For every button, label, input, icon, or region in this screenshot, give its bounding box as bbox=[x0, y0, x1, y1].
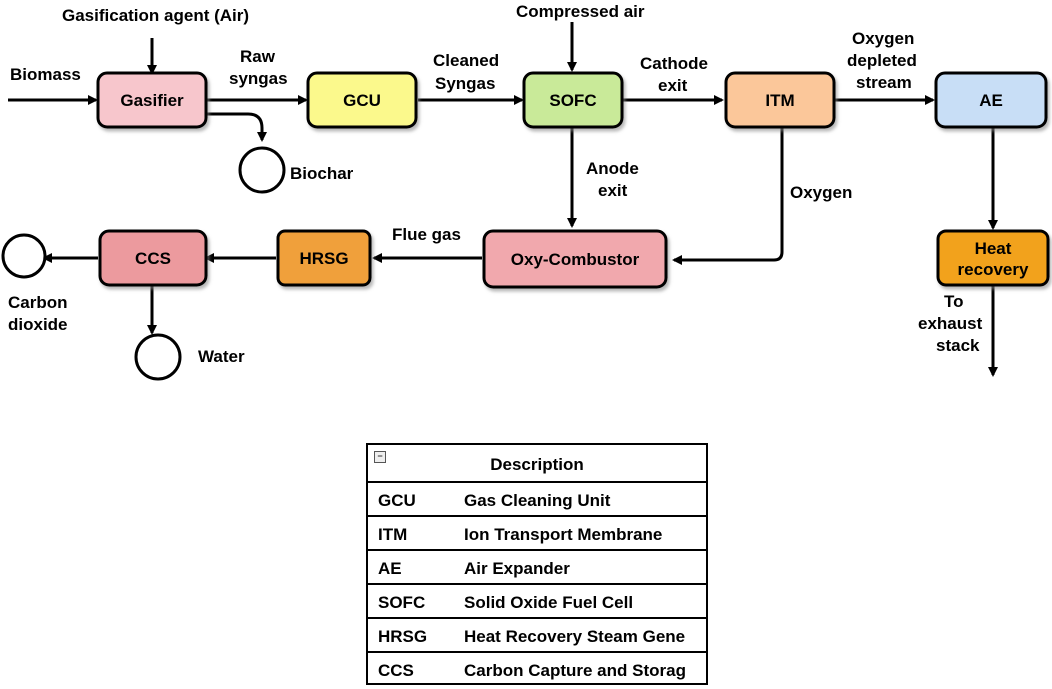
legend-desc: Air Expander bbox=[464, 559, 570, 578]
oxygen-depleted-label-1: Oxygen bbox=[852, 29, 914, 48]
exhaust-label-1: To bbox=[944, 292, 964, 311]
sofc-label: SOFC bbox=[549, 91, 596, 110]
gasifier-label: Gasifier bbox=[120, 91, 184, 110]
legend-row: CCS Carbon Capture and Storag bbox=[368, 653, 706, 687]
legend-row: SOFC Solid Oxide Fuel Cell bbox=[368, 585, 706, 619]
heat-recovery-label-line1: Heat bbox=[975, 239, 1012, 258]
hrsg-box: HRSG bbox=[276, 229, 372, 287]
anode-exit-label-1: Anode bbox=[586, 159, 639, 178]
legend-row: ITM Ion Transport Membrane bbox=[368, 517, 706, 551]
legend-row: AE Air Expander bbox=[368, 551, 706, 585]
oxy-combustor-box: Oxy-Combustor bbox=[482, 229, 668, 289]
oxygen-depleted-label-3: stream bbox=[856, 73, 912, 92]
legend-abbr: AE bbox=[378, 559, 402, 578]
arrow-oxygen bbox=[672, 127, 784, 265]
cathode-exit-label-2: exit bbox=[658, 76, 688, 95]
legend-desc: Ion Transport Membrane bbox=[464, 525, 663, 544]
carbon-dioxide-label-2: dioxide bbox=[8, 315, 68, 334]
exhaust-label-2: exhaust bbox=[918, 314, 983, 333]
ccs-label: CCS bbox=[135, 249, 171, 268]
legend-row: HRSG Heat Recovery Steam Gene bbox=[368, 619, 706, 653]
cleaned-syngas-label-2: Syngas bbox=[435, 74, 495, 93]
ccs-box: CCS bbox=[98, 229, 208, 287]
itm-label: ITM bbox=[765, 91, 794, 110]
legend-desc: Solid Oxide Fuel Cell bbox=[464, 593, 634, 612]
biomass-label: Biomass bbox=[10, 65, 81, 84]
biochar-label: Biochar bbox=[290, 164, 354, 183]
legend-title: Description bbox=[490, 455, 584, 474]
gasification-agent-label: Gasification agent (Air) bbox=[62, 6, 249, 25]
legend-desc: Carbon Capture and Storag bbox=[464, 661, 686, 680]
flow-arrows bbox=[8, 22, 998, 377]
legend-abbr: CCS bbox=[378, 661, 414, 680]
heat-recovery-box: Heat recovery bbox=[936, 229, 1050, 287]
legend-abbr: ITM bbox=[378, 525, 408, 544]
legend-abbr: GCU bbox=[378, 491, 416, 510]
compressed-air-label: Compressed air bbox=[516, 2, 645, 21]
cathode-exit-label-1: Cathode bbox=[640, 54, 708, 73]
legend-abbr: SOFC bbox=[378, 593, 426, 612]
legend-desc: Gas Cleaning Unit bbox=[464, 491, 611, 510]
legend-desc: Heat Recovery Steam Gene bbox=[464, 627, 686, 646]
gcu-box: GCU bbox=[306, 71, 418, 129]
oxygen-label: Oxygen bbox=[790, 183, 852, 202]
biochar-terminal bbox=[238, 146, 286, 194]
hrsg-label: HRSG bbox=[299, 249, 348, 268]
oxygen-depleted-label-2: depleted bbox=[847, 51, 917, 70]
gasifier-box: Gasifier bbox=[96, 71, 208, 129]
exhaust-label-3: stack bbox=[936, 336, 980, 355]
ae-label: AE bbox=[979, 91, 1003, 110]
gcu-label: GCU bbox=[343, 91, 381, 110]
ae-box: AE bbox=[934, 71, 1048, 129]
water-terminal bbox=[134, 333, 182, 381]
raw-syngas-label-2: syngas bbox=[229, 69, 288, 88]
flue-gas-label: Flue gas bbox=[392, 225, 461, 244]
cleaned-syngas-label-1: Cleaned bbox=[433, 51, 499, 70]
water-label: Water bbox=[198, 347, 245, 366]
collapse-icon[interactable]: − bbox=[374, 451, 386, 463]
raw-syngas-label-1: Raw bbox=[240, 47, 276, 66]
description-legend-table: − Description GCU Gas Cleaning Unit ITM … bbox=[366, 443, 708, 685]
carbon-dioxide-terminal bbox=[1, 233, 47, 279]
oxy-combustor-label: Oxy-Combustor bbox=[511, 250, 640, 269]
sofc-box: SOFC bbox=[522, 71, 624, 129]
process-flow-diagram: Gasifier GCU SOFC ITM AE Oxy-Combustor H… bbox=[1, 2, 1050, 381]
carbon-dioxide-label-1: Carbon bbox=[8, 293, 68, 312]
arrow-biochar bbox=[206, 112, 267, 142]
itm-box: ITM bbox=[724, 71, 836, 129]
legend-row: GCU Gas Cleaning Unit bbox=[368, 483, 706, 517]
heat-recovery-label-line2: recovery bbox=[958, 260, 1029, 279]
legend-header: − Description bbox=[368, 445, 706, 483]
anode-exit-label-2: exit bbox=[598, 181, 628, 200]
legend-abbr: HRSG bbox=[378, 627, 428, 646]
